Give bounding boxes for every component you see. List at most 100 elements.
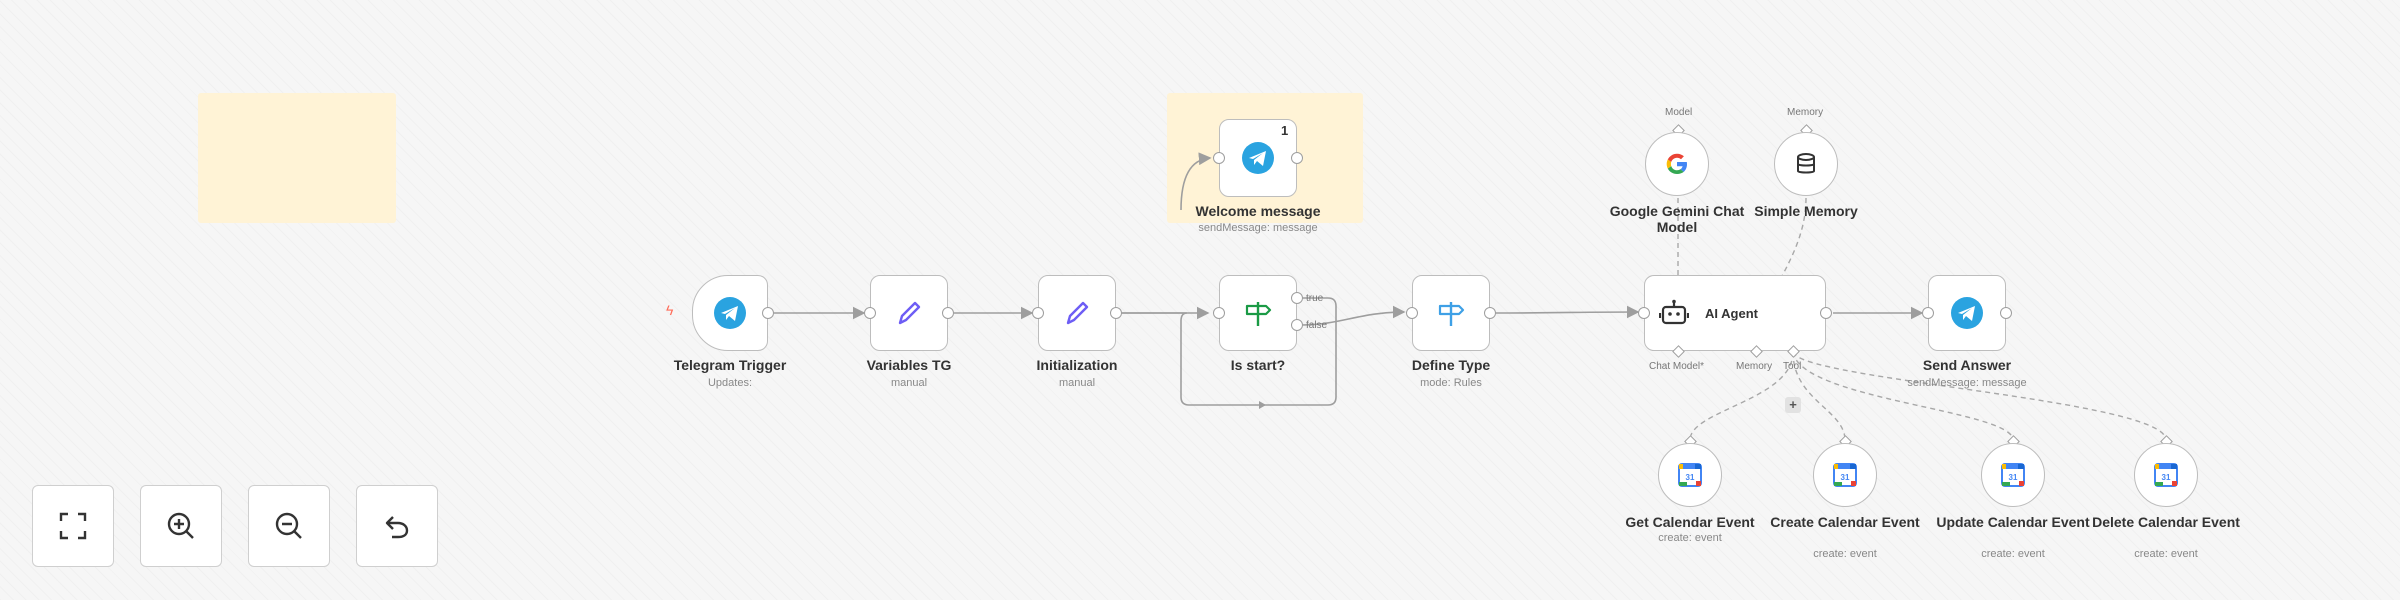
fit-view-button[interactable] — [32, 485, 114, 567]
node-delete-calendar-event[interactable]: 31 — [2134, 443, 2198, 507]
google-calendar-icon: 31 — [2154, 463, 2178, 487]
node-create-calendar-event[interactable]: 31 — [1813, 443, 1877, 507]
telegram-icon — [1242, 142, 1274, 174]
input-port[interactable] — [1406, 307, 1418, 319]
output-port-true[interactable] — [1291, 292, 1303, 304]
input-port[interactable] — [1213, 307, 1225, 319]
reset-zoom-button[interactable] — [356, 485, 438, 567]
edge — [1493, 305, 1640, 319]
false-branch-label: false — [1306, 320, 1328, 331]
node-subtitle: create: event — [1658, 532, 1722, 544]
node-label: Welcome message — [1195, 203, 1321, 219]
node-is-start[interactable] — [1219, 275, 1297, 351]
node-label: AI Agent — [1705, 305, 1758, 321]
output-port-false[interactable] — [1291, 319, 1303, 331]
node-welcome-message[interactable] — [1219, 119, 1297, 197]
node-label: Send Answer — [1922, 357, 2012, 373]
input-port[interactable] — [1213, 152, 1225, 164]
fullscreen-icon — [59, 512, 87, 540]
node-ai-agent[interactable]: AI Agent — [1644, 275, 1826, 351]
node-variables-tg[interactable] — [870, 275, 948, 351]
node-label: Variables TG — [866, 357, 952, 373]
node-subtitle: manual — [1058, 377, 1096, 389]
trigger-bolt-icon: ϟ — [666, 302, 674, 318]
true-branch-label: true — [1306, 293, 1324, 304]
signpost-icon — [1245, 302, 1272, 326]
svg-text:31: 31 — [1841, 473, 1850, 482]
memory-port-label: Memory — [1736, 361, 1773, 372]
output-port[interactable] — [1484, 307, 1496, 319]
node-label: Is start? — [1230, 357, 1286, 373]
zoom-out-button[interactable] — [248, 485, 330, 567]
node-subtitle: manual — [890, 377, 928, 389]
edge-loop — [1121, 297, 1337, 406]
node-get-calendar-event[interactable]: 31 — [1658, 443, 1722, 507]
output-port[interactable] — [2000, 307, 2012, 319]
input-port[interactable] — [864, 307, 876, 319]
node-send-answer[interactable] — [1928, 275, 2006, 351]
node-label: Define Type — [1411, 357, 1491, 373]
node-subtitle: sendMessage: message — [1198, 222, 1318, 234]
input-port[interactable] — [1638, 307, 1650, 319]
edge-ai-tool — [1689, 351, 1794, 441]
edge-arrow — [1259, 401, 1266, 409]
edge — [1301, 305, 1406, 326]
input-port[interactable] — [1032, 307, 1044, 319]
svg-text:31: 31 — [1686, 473, 1695, 482]
node-subtitle: sendMessage: message — [1907, 377, 2027, 389]
output-port[interactable] — [942, 307, 954, 319]
add-tool-button[interactable]: + — [1785, 397, 1801, 413]
node-simple-memory[interactable] — [1774, 132, 1838, 196]
node-initialization[interactable] — [1038, 275, 1116, 351]
node-label: Get Calendar Event — [1625, 514, 1755, 530]
node-subtitle: Updates: — [707, 377, 753, 389]
node-label: Telegram Trigger — [673, 357, 787, 373]
edge-ai-tool — [1792, 351, 1846, 441]
telegram-icon — [714, 297, 746, 329]
node-subtitle: create: event — [1981, 548, 2045, 560]
telegram-icon — [1951, 297, 1983, 329]
zoom-in-button[interactable] — [140, 485, 222, 567]
node-label: Create Calendar Event — [1770, 514, 1920, 530]
execution-count-badge: 1 — [1281, 123, 1289, 138]
node-subtitle: mode: Rules — [1420, 377, 1482, 389]
sub-node-top-label: Model — [1665, 107, 1693, 118]
google-calendar-icon: 31 — [1678, 463, 1702, 487]
node-label: Simple Memory — [1754, 203, 1858, 219]
node-subtitle: create: event — [1813, 548, 1877, 560]
chat-model-port-label: Chat Model* — [1649, 361, 1705, 372]
edge-ai-tool — [1792, 351, 2167, 441]
node-update-calendar-event[interactable]: 31 — [1981, 443, 2045, 507]
google-calendar-icon: 31 — [1833, 463, 1857, 487]
signpost-icon — [1438, 302, 1465, 326]
output-port[interactable] — [1291, 152, 1303, 164]
svg-text:31: 31 — [2009, 473, 2018, 482]
sub-node-top-label: Memory — [1787, 107, 1824, 118]
pencil-icon — [1066, 301, 1089, 325]
tool-port-label: Tool — [1783, 361, 1802, 372]
node-define-type[interactable] — [1412, 275, 1490, 351]
zoom-out-icon — [275, 512, 302, 539]
edge — [1180, 152, 1212, 211]
database-icon — [1797, 153, 1815, 174]
output-port[interactable] — [762, 307, 774, 319]
sticky-note[interactable] — [198, 93, 396, 223]
input-port[interactable] — [1922, 307, 1934, 319]
robot-icon — [1659, 299, 1689, 325]
edge-ai-tool — [1792, 351, 2014, 441]
output-port[interactable] — [1110, 307, 1122, 319]
google-calendar-icon: 31 — [2001, 463, 2025, 487]
svg-text:31: 31 — [2162, 473, 2171, 482]
node-google-gemini-chat-model[interactable] — [1645, 132, 1709, 196]
node-subtitle: create: event — [2134, 548, 2198, 560]
node-telegram-trigger[interactable] — [692, 275, 768, 351]
zoom-in-icon — [167, 512, 194, 539]
undo-icon — [385, 516, 409, 539]
node-label: Delete Calendar Event — [2092, 514, 2240, 530]
node-label: Update Calendar Event — [1936, 514, 2090, 530]
node-label: Initialization — [1036, 357, 1118, 373]
google-icon — [1666, 153, 1687, 174]
output-port[interactable] — [1820, 307, 1832, 319]
pencil-icon — [898, 301, 921, 325]
